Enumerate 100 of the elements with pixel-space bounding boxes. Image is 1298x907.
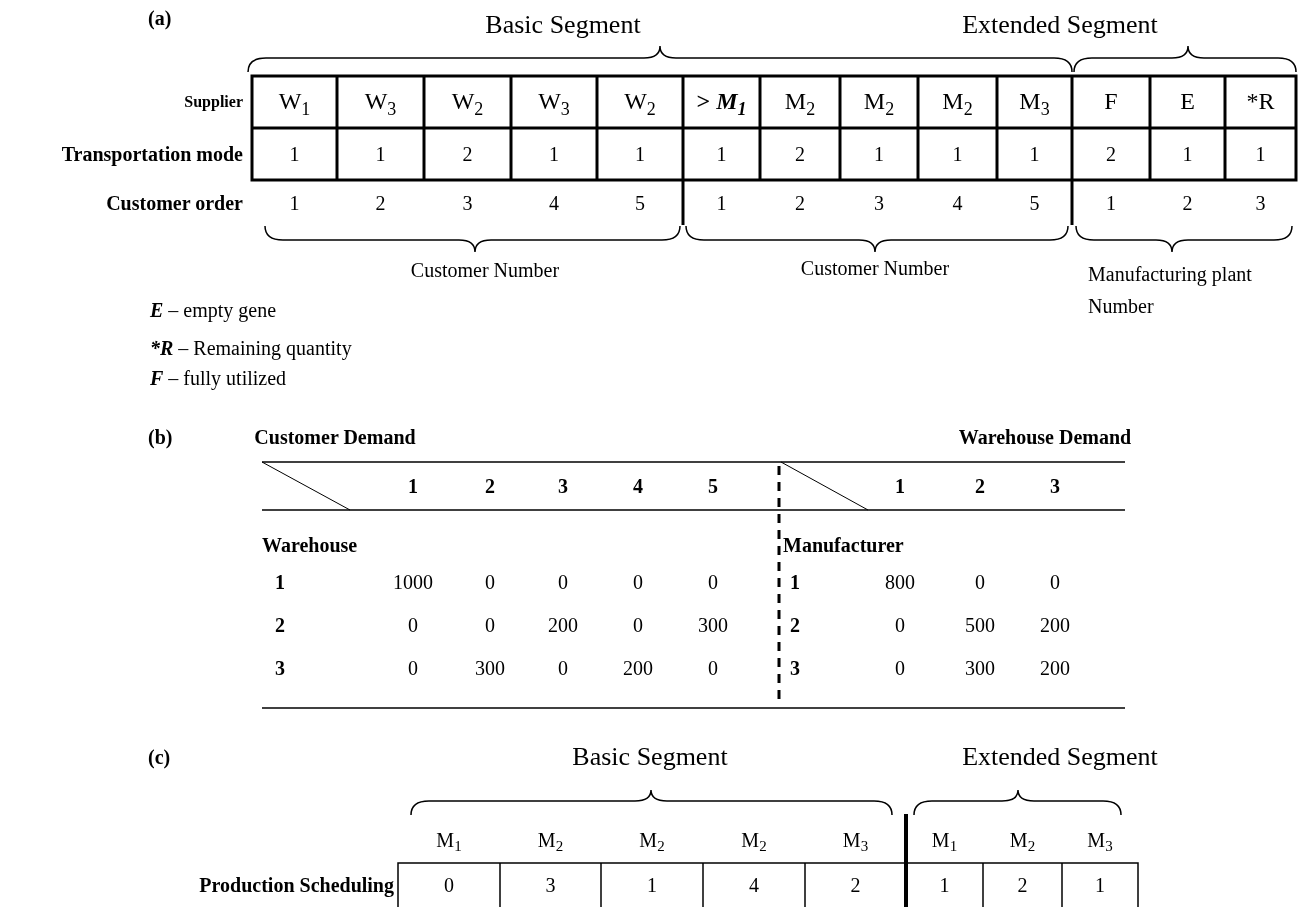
demand-value: 0 xyxy=(975,570,985,594)
gene-value: 1 xyxy=(716,142,727,166)
segment-title: Basic Segment xyxy=(485,10,641,40)
column-header: 3 xyxy=(558,474,568,498)
demand-value: 300 xyxy=(965,656,995,680)
demand-value: 0 xyxy=(408,613,418,637)
demand-value: 200 xyxy=(1040,613,1070,637)
gene-value: W$_{2}$ xyxy=(451,88,484,116)
demand-value: 0 xyxy=(633,613,643,637)
column-header: 2 xyxy=(975,474,985,498)
gene-value: 2 xyxy=(795,142,805,166)
gene-value: 1 xyxy=(952,142,963,166)
order-number: 1 xyxy=(289,191,300,215)
demand-value: 0 xyxy=(558,656,568,680)
order-number: 2 xyxy=(1182,191,1193,215)
gene-value: M$_{2}$ xyxy=(942,88,973,116)
demand-value: 0 xyxy=(558,570,568,594)
order-number: 5 xyxy=(635,191,645,215)
table-heading: Warehouse Demand xyxy=(958,425,1132,449)
order-number: 3 xyxy=(462,191,473,215)
gene-value: *R xyxy=(1246,88,1275,116)
machine-header: M$_{2}$ xyxy=(741,828,767,852)
order-number: 2 xyxy=(375,191,386,215)
demand-value: 1000 xyxy=(393,570,433,594)
gene-value: 1 xyxy=(635,142,645,166)
gene-value: 1 xyxy=(1182,142,1193,166)
table-heading: Customer Demand xyxy=(254,425,416,449)
schedule-value: 1 xyxy=(647,873,657,897)
demand-value: 0 xyxy=(708,570,718,594)
demand-value: 0 xyxy=(895,613,905,637)
machine-header: M$_{2}$ xyxy=(639,828,665,852)
column-header: 5 xyxy=(708,474,718,498)
machine-header: M$_{3}$ xyxy=(1087,828,1113,852)
gene-value: W$_{2}$ xyxy=(624,88,656,116)
column-header: 2 xyxy=(485,474,495,498)
demand-value: 0 xyxy=(633,570,643,594)
column-header: 3 xyxy=(1050,474,1060,498)
demand-value: 200 xyxy=(623,656,653,680)
demand-value: 500 xyxy=(965,613,995,637)
segment-title: Extended Segment xyxy=(962,10,1158,40)
panel-label: (a) xyxy=(148,6,172,30)
schedule-value: 1 xyxy=(1095,873,1105,897)
row-header: 2 xyxy=(790,613,800,637)
gene-value: M$_{2}$ xyxy=(784,88,816,116)
gene-value: 2 xyxy=(462,142,473,166)
machine-header: M$_{2}$ xyxy=(1009,828,1036,852)
order-number: 2 xyxy=(795,191,805,215)
gene-value: F xyxy=(1104,88,1118,116)
brace-label: Customer Number xyxy=(410,258,560,282)
gene-value: 1 xyxy=(874,142,884,166)
gene-value: 1 xyxy=(1029,142,1040,166)
panel-label: (c) xyxy=(148,745,171,769)
gene-value: M$_{3}$ xyxy=(1019,88,1050,116)
gene-value: 1 xyxy=(289,142,300,166)
row-group-label: Manufacturer xyxy=(783,533,904,557)
row-label: Production Scheduling xyxy=(199,873,394,897)
row-header: 1 xyxy=(790,570,800,594)
gene-value: 2 xyxy=(1106,142,1116,166)
order-number: 5 xyxy=(1029,191,1040,215)
row-header: 2 xyxy=(275,613,285,637)
row-group-label: Warehouse xyxy=(262,533,358,557)
row-label: Customer order xyxy=(106,191,243,215)
row-header: 3 xyxy=(790,656,800,680)
demand-value: 0 xyxy=(1050,570,1060,594)
gene-value: M$_{2}$ xyxy=(863,88,895,116)
column-header: 1 xyxy=(408,474,418,498)
order-number: 3 xyxy=(1255,191,1266,215)
segment-title: Basic Segment xyxy=(572,742,728,772)
row-header: 1 xyxy=(275,570,285,594)
order-number: 1 xyxy=(1106,191,1116,215)
schedule-value: 2 xyxy=(1017,873,1028,897)
schedule-value: 1 xyxy=(939,873,950,897)
row-label: Supplier xyxy=(184,92,243,112)
demand-value: 200 xyxy=(548,613,578,637)
row-header: 3 xyxy=(275,656,285,680)
gene-value: W$_{3}$ xyxy=(538,88,570,116)
schedule-value: 3 xyxy=(545,873,556,897)
gene-value: > M$_{1}$ xyxy=(696,88,747,116)
gene-value: 1 xyxy=(375,142,386,166)
legend-note: *R – Remaining quantity xyxy=(150,336,352,360)
column-header: 4 xyxy=(633,474,643,498)
demand-value: 0 xyxy=(485,613,495,637)
demand-value: 300 xyxy=(698,613,728,637)
gene-value: W$_{1}$ xyxy=(278,88,311,116)
gene-value: 1 xyxy=(549,142,559,166)
brace-label: Manufacturing plant Number xyxy=(1088,262,1253,319)
order-number: 4 xyxy=(549,191,559,215)
gene-value: W$_{3}$ xyxy=(364,88,397,116)
gene-value: 1 xyxy=(1255,142,1266,166)
legend-note: F – fully utilized xyxy=(150,366,287,390)
machine-header: M$_{2}$ xyxy=(537,828,564,852)
row-label: Transportation mode xyxy=(61,142,243,166)
machine-header: M$_{3}$ xyxy=(842,828,869,852)
schedule-value: 0 xyxy=(444,873,454,897)
demand-value: 200 xyxy=(1040,656,1070,680)
machine-header: M$_{1}$ xyxy=(436,828,462,852)
segment-title: Extended Segment xyxy=(962,742,1158,772)
demand-value: 0 xyxy=(408,656,418,680)
demand-value: 0 xyxy=(708,656,718,680)
order-number: 1 xyxy=(716,191,727,215)
